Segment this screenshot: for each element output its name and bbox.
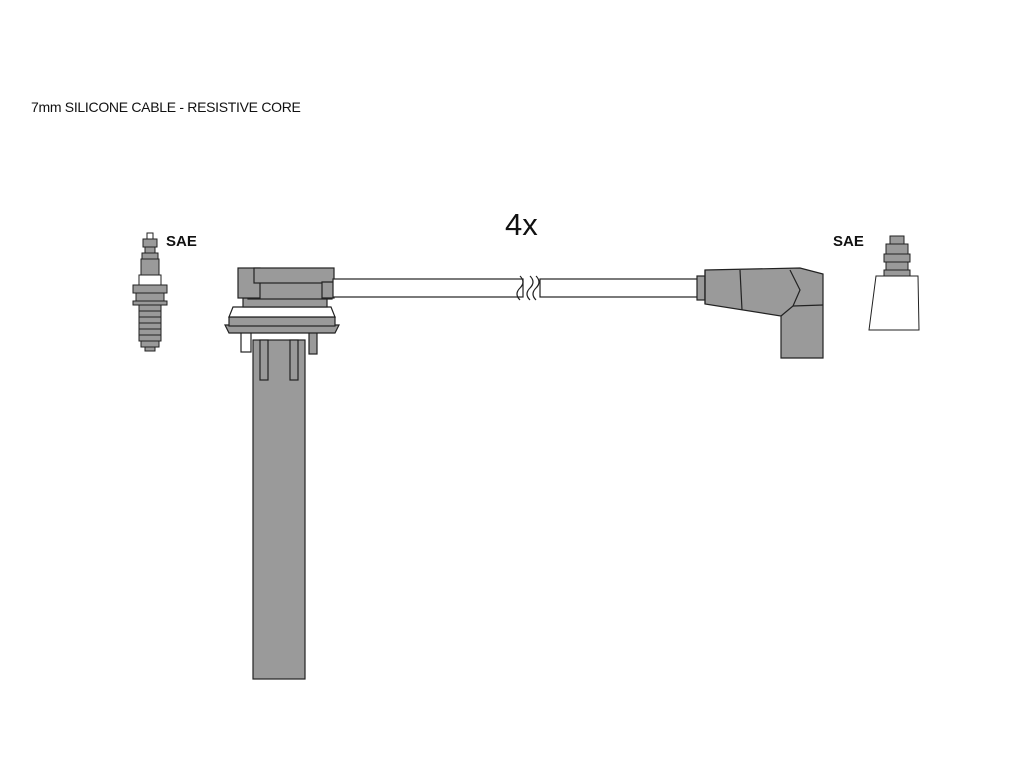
terminal-right — [868, 235, 920, 331]
cable-spec-label: 7mm SILICONE CABLE - RESISTIVE CORE — [31, 99, 301, 115]
angled-boot-right — [696, 267, 824, 359]
spark-plug-left — [132, 232, 168, 352]
sae-label-right: SAE — [833, 233, 864, 250]
coil-boot — [224, 267, 340, 680]
sae-label-left: SAE — [166, 233, 197, 250]
cable-run — [332, 275, 699, 301]
quantity-label: 4x — [505, 207, 538, 242]
